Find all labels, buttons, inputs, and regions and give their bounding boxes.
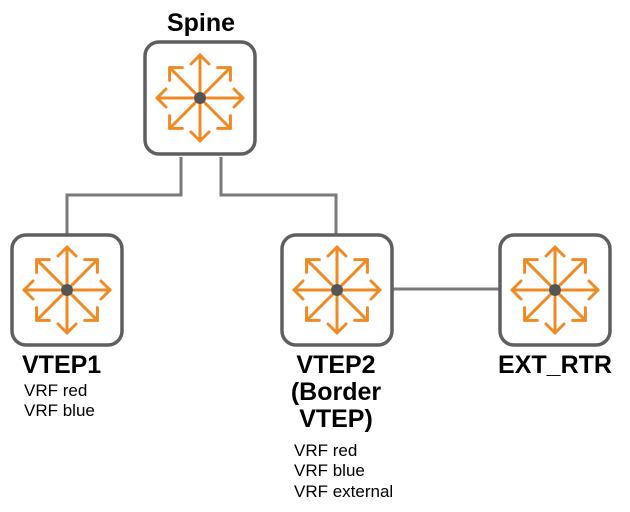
router-icon [155,53,245,143]
node-ext-rtr: EXT_RTR [498,233,612,379]
router-center-dot [61,284,73,296]
router-arrow-head [544,245,566,258]
router-arrow-head [305,258,321,274]
router-arrow-head [189,53,211,66]
router-center-dot [194,92,206,104]
router-arrow-shaft [305,293,334,322]
router-arrow-head [544,322,566,335]
router-arrow-shaft [168,101,197,130]
router-arrow-head [216,114,232,130]
router-icon [22,245,112,335]
router-arrow-head [523,306,539,322]
router-arrow-shaft [70,258,99,287]
links [65,157,500,291]
router-arrow-head [56,322,78,335]
router-arrow-head [510,279,523,301]
node-vtep2: VTEP2 (Border VTEP) VRF red VRF blue VRF… [280,233,394,501]
vtep2-title-line3: VTEP) [299,405,373,433]
node-spine: Spine [143,9,257,156]
router-arrow-shaft [203,66,232,95]
router-center-dot [549,284,561,296]
router-icon [510,245,600,335]
router-arrow-shaft [35,293,64,322]
vtep2-title-line1: VTEP2 [296,351,375,379]
router-arrow-shaft [558,258,587,287]
router-arrow-head [369,279,382,301]
ext-rtr-title: EXT_RTR [498,351,612,379]
router-arrow-head [292,279,305,301]
router-arrow-head [353,306,369,322]
router-arrow-shaft [305,258,334,287]
vtep2-title-line2: (Border [291,378,382,406]
node-vtep1: VTEP1 VRF red VRF blue [10,233,124,420]
link-spine-vtep2 [219,157,338,234]
router-arrow-head [56,245,78,258]
router-arrow-head [587,279,600,301]
vtep1-vrf-red: VRF red [24,381,87,400]
router-arrow-shaft [523,293,552,322]
router-arrow-head [83,306,99,322]
router-arrow-shaft [168,66,197,95]
router-arrow-head [168,66,184,82]
router-arrow-head [168,114,184,130]
router-arrow-shaft [340,293,369,322]
router-arrow-head [189,130,211,143]
router-arrow-head [35,258,51,274]
router-arrow-head [305,306,321,322]
router-arrow-shaft [523,258,552,287]
router-arrow-shaft [340,258,369,287]
router-icon [292,245,382,335]
vtep2-vrf-external: VRF external [294,482,393,501]
vtep2-vrf-blue: VRF blue [294,461,365,480]
vtep1-title: VTEP1 [22,351,101,379]
router-arrow-head [571,306,587,322]
link-spine-vtep1 [65,157,183,234]
vtep2-vrf-red: VRF red [294,441,357,460]
router-arrow-shaft [203,101,232,130]
router-arrow-head [83,258,99,274]
router-center-dot [331,284,343,296]
spine-title: Spine [167,9,235,37]
router-arrow-head [22,279,35,301]
router-arrow-head [99,279,112,301]
router-arrow-shaft [35,258,64,287]
router-arrow-head [326,245,348,258]
router-arrow-head [155,87,168,109]
router-arrow-shaft [558,293,587,322]
router-arrow-shaft [70,293,99,322]
router-arrow-head [216,66,232,82]
router-arrow-head [571,258,587,274]
router-arrow-head [232,87,245,109]
router-arrow-head [326,322,348,335]
router-arrow-head [353,258,369,274]
vtep1-vrf-blue: VRF blue [24,401,95,420]
router-arrow-head [35,306,51,322]
router-arrow-head [523,258,539,274]
